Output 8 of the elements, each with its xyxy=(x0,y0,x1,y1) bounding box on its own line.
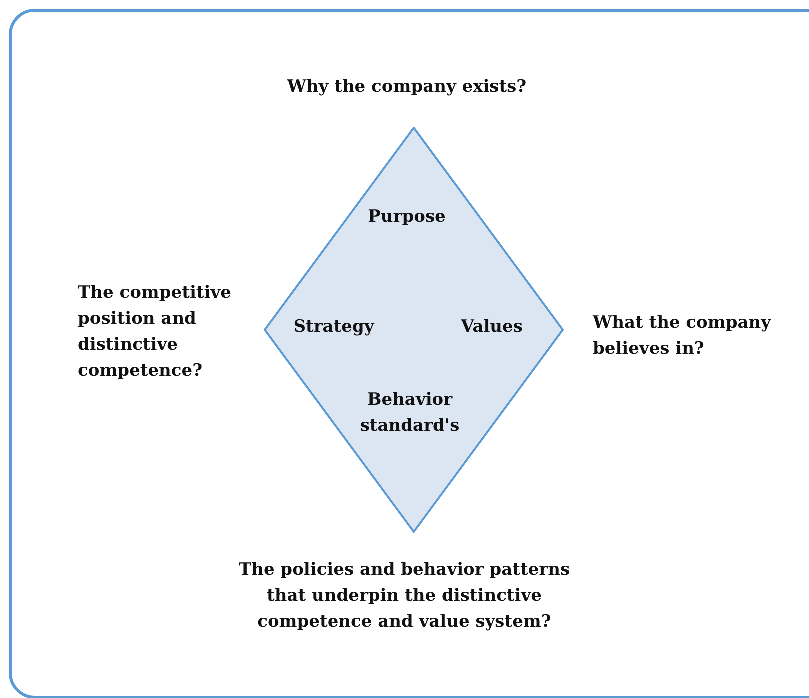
question-text: What the company believes in? xyxy=(593,312,772,361)
question-text: Why the company exists? xyxy=(286,76,528,99)
diamond-label: Purpose xyxy=(367,206,447,229)
question-text: The competitive position and distinctive competence? xyxy=(78,282,232,383)
diamond-label: Values xyxy=(460,316,524,339)
diamond-label: Behavior standard's xyxy=(359,389,461,438)
question-text: The policies and behavior patterns that underpin the distinctive competence and value system? xyxy=(238,559,572,634)
diamond-label: Strategy xyxy=(292,316,376,339)
